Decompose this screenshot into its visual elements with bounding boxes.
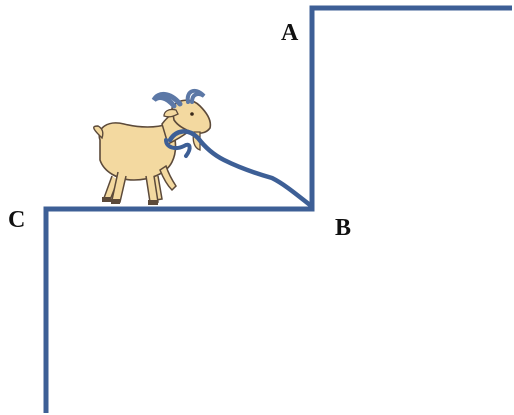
label-c: C [8, 207, 25, 233]
goat-icon [93, 88, 212, 205]
rope [167, 129, 313, 208]
label-a: A [281, 20, 299, 46]
step-outline [43, 5, 512, 413]
rope-loop [164, 138, 192, 158]
label-b: B [335, 215, 351, 241]
